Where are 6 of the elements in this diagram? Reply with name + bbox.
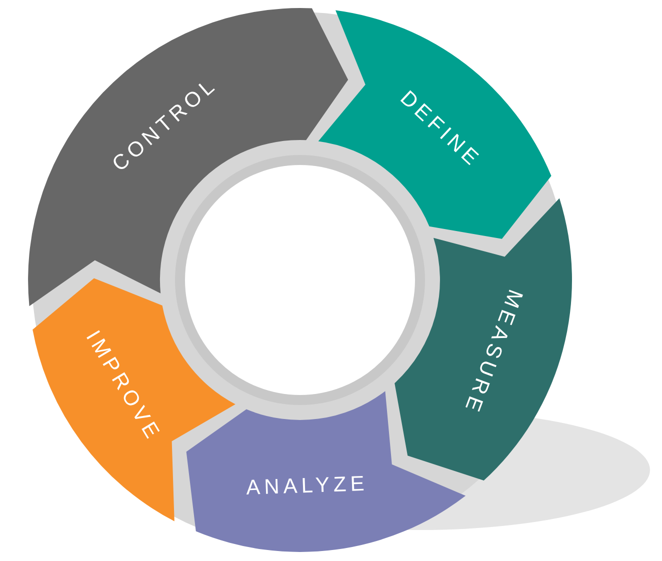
- chevron-segment: [394, 198, 572, 480]
- segment-label: ANALYZE: [246, 472, 369, 500]
- chevron-segment: [28, 8, 348, 306]
- chevron-segment: [186, 391, 466, 552]
- chevron-segment: [32, 278, 236, 522]
- chevron-segment: [318, 10, 552, 239]
